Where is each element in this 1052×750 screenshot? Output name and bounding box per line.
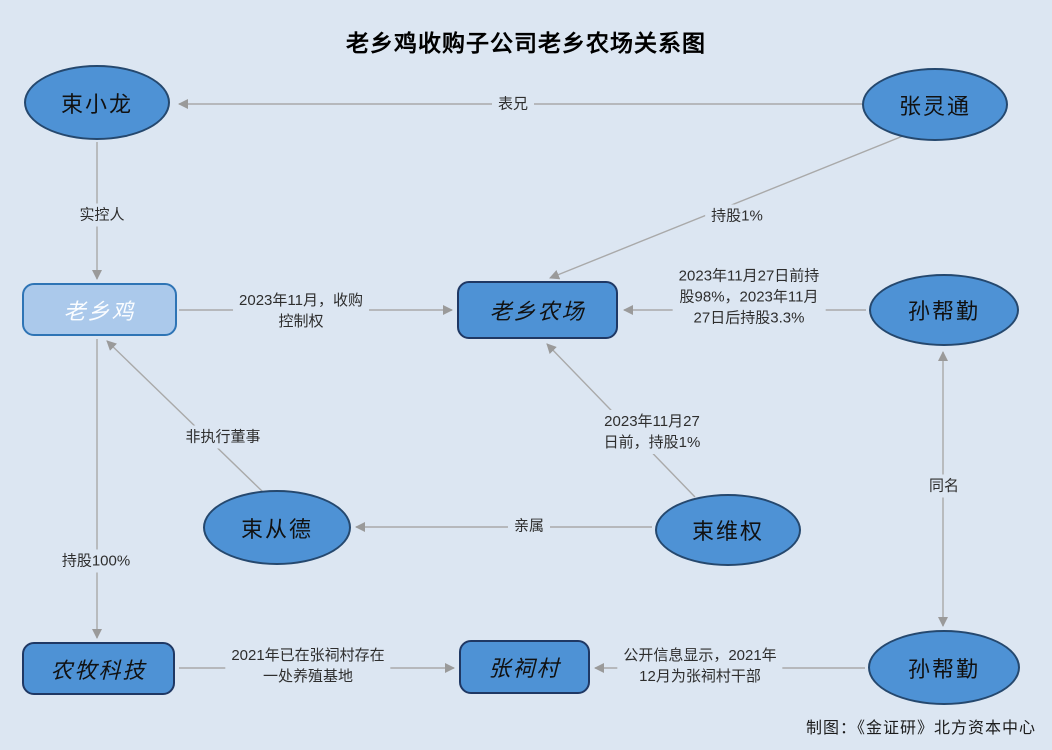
node-laoxiangji: 老乡鸡 xyxy=(22,283,177,336)
diagram-title: 老乡鸡收购子公司老乡农场关系图 xyxy=(346,30,706,56)
node-sun-bangqin-top-label: 孙帮勤 xyxy=(907,299,980,324)
edge-label-village-cadre: 公开信息显示，2021年 12月为张祠村干部 xyxy=(617,644,783,688)
node-nongmu-tech: 农牧科技 xyxy=(22,642,175,695)
node-sun-bangqin-bottom: 孙帮勤 xyxy=(868,630,1020,705)
node-laoxiang-farm-label: 老乡农场 xyxy=(489,299,586,324)
node-zhangci-village: 张祠村 xyxy=(459,640,590,694)
connector-non-exec-director xyxy=(106,340,264,493)
node-shu-congde-label: 束从德 xyxy=(240,516,313,542)
node-shu-congde: 束从德 xyxy=(203,490,351,565)
node-laoxiang-farm: 老乡农场 xyxy=(457,281,618,339)
node-shu-xiaolong: 束小龙 xyxy=(24,65,170,140)
edge-label-non-exec-director: 非执行董事 xyxy=(179,425,267,449)
node-laoxiangji-label: 老乡鸡 xyxy=(63,298,136,324)
edge-label-sun-holding: 2023年11月27日前持 股98%，2023年11月 27日后持股3.3% xyxy=(672,264,826,330)
edge-label-holding-100: 持股100% xyxy=(55,549,137,573)
node-shu-weiquan: 束维权 xyxy=(655,494,801,566)
edge-label-breeding-base: 2021年已在张祠村存在 一处养殖基地 xyxy=(225,644,391,688)
node-zhangci-village-label: 张祠村 xyxy=(488,656,561,681)
node-zhang-lingtong-label: 张灵通 xyxy=(898,93,971,119)
node-shu-weiquan-label: 束维权 xyxy=(691,519,764,544)
edge-label-acquisition: 2023年11月，收购 控制权 xyxy=(233,289,369,333)
edge-label-relative: 亲属 xyxy=(507,514,551,538)
credit-line: 制图：《金证研》北方资本中心 xyxy=(805,720,1036,737)
node-sun-bangqin-bottom-label: 孙帮勤 xyxy=(907,656,980,682)
edge-label-same-name: 同名 xyxy=(922,474,966,498)
edge-label-actual-controller: 实控人 xyxy=(73,203,131,227)
edge-label-cousin: 表兄 xyxy=(491,92,535,116)
edge-label-zhang-holding: 持股1% xyxy=(705,204,769,228)
edge-label-weiquan-holding: 2023年11月27 日前，持股1% xyxy=(597,410,707,454)
node-shu-xiaolong-label: 束小龙 xyxy=(60,91,133,117)
node-nongmu-tech-label: 农牧科技 xyxy=(50,657,147,683)
node-sun-bangqin-top: 孙帮勤 xyxy=(869,274,1019,346)
node-zhang-lingtong: 张灵通 xyxy=(862,68,1008,141)
